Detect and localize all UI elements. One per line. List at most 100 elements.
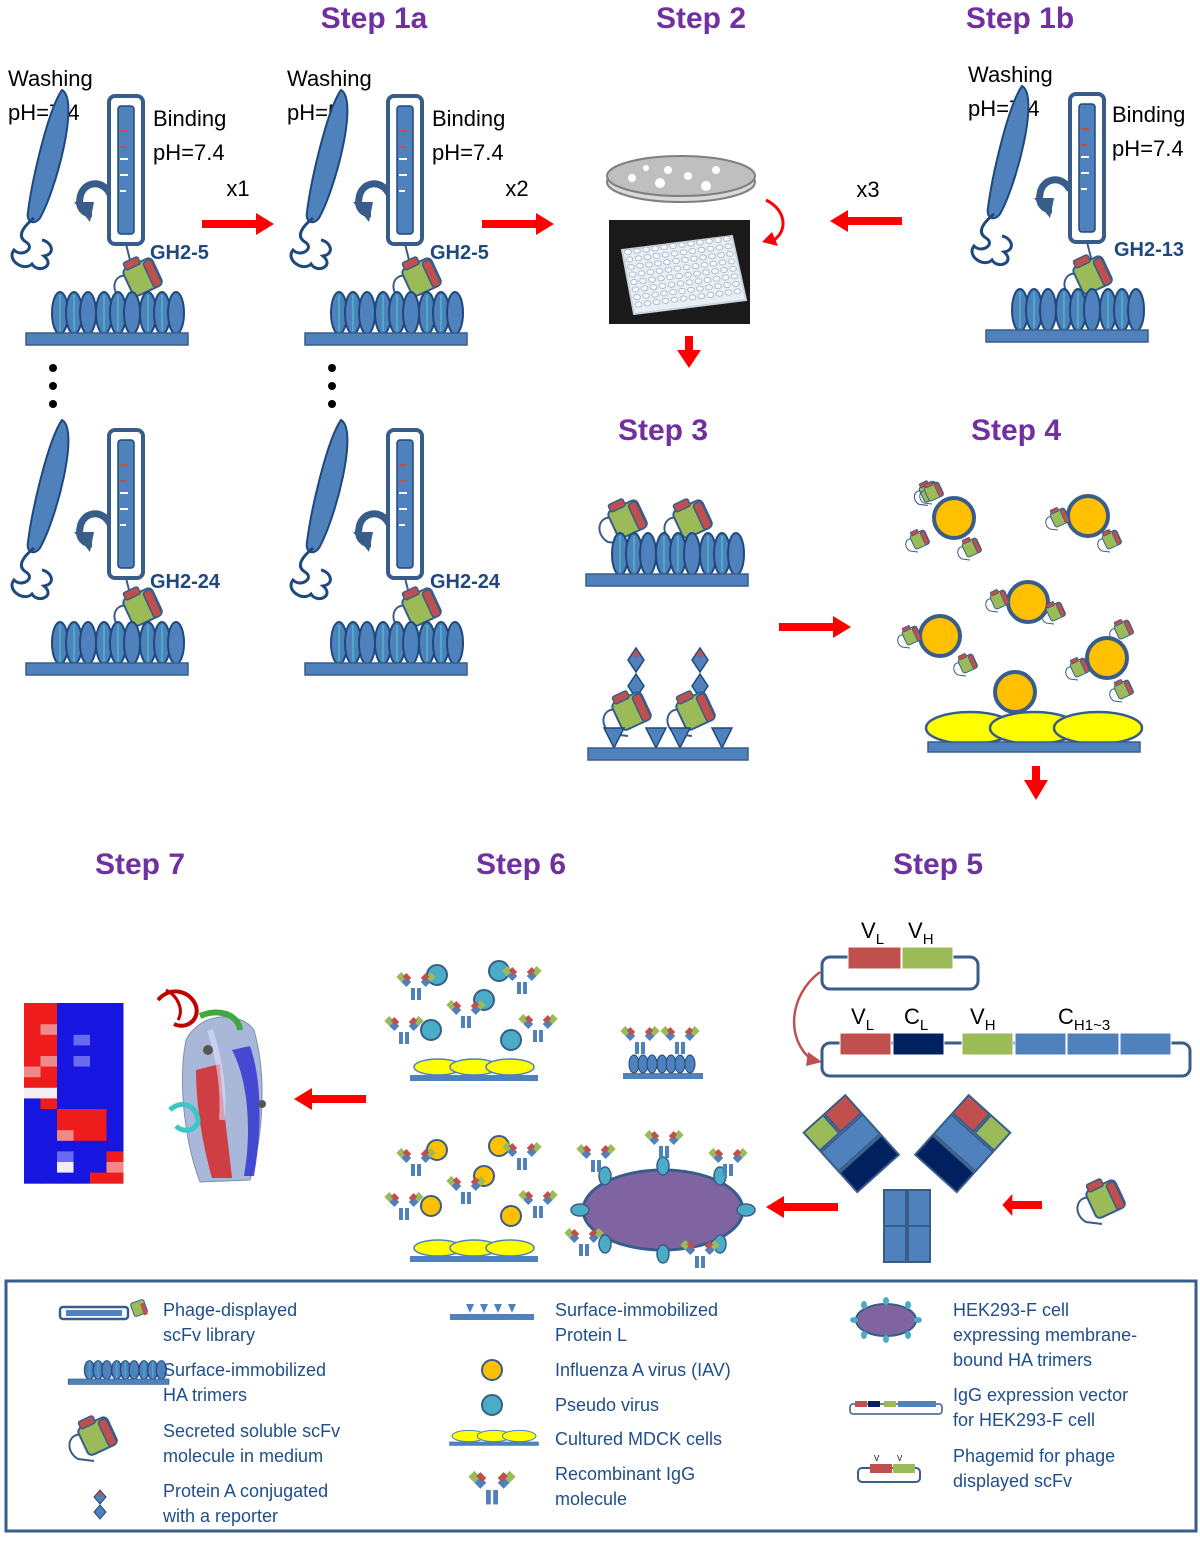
scfv-icon — [953, 652, 979, 677]
washing-label: Washing — [968, 62, 1053, 87]
ellipsis-dots — [49, 364, 57, 408]
svg-text:V: V — [874, 1454, 880, 1463]
pipette-icon — [291, 420, 389, 599]
arrow-x2-label: x2 — [505, 176, 528, 201]
igg-icon — [384, 1192, 424, 1220]
protein-structure-image — [156, 988, 266, 1183]
phagemid-vector — [820, 946, 980, 991]
step-2-title: Step 2 — [656, 2, 746, 35]
arrow-x1-label: x1 — [226, 176, 249, 201]
igg-icon — [446, 1176, 486, 1204]
igg-icon — [502, 966, 542, 994]
phage-icon — [386, 428, 424, 600]
mdck-cells — [409, 1239, 539, 1263]
panel-step4 — [897, 479, 1144, 800]
cloning-arrow-head — [806, 1052, 822, 1066]
clone-label-bottom: GH2-24 — [150, 571, 221, 593]
protein-l-surface — [602, 727, 734, 750]
pseudo-virus-icon — [481, 1394, 503, 1416]
panel-step7 — [24, 988, 266, 1184]
clone-label: GH2-13 — [1114, 239, 1184, 261]
phage-icon — [1068, 92, 1106, 264]
vl2-label: VL — [851, 1004, 874, 1034]
large-igg-molecule — [802, 1093, 1012, 1263]
loop-arrow-head — [762, 232, 778, 246]
mdck-cells — [924, 710, 1144, 746]
scfv-icon — [985, 588, 1011, 613]
igg-icon — [396, 1148, 436, 1176]
protein-a-icon — [93, 1489, 107, 1520]
arrow-x3 — [830, 210, 902, 232]
legend-phagemid-labels: V V — [874, 1454, 903, 1463]
arrow-igg-to-step6 — [766, 1196, 838, 1218]
binding-ph-label: pH=7.4 — [432, 140, 504, 165]
panel-step1a: Washing pH=5 Binding pH=7.4 GH2-5 GH2-24 — [287, 66, 505, 676]
binding-ph-label: pH=7.4 — [1112, 136, 1184, 161]
svg-text:V: V — [897, 1454, 903, 1463]
clone-label-top: GH2-5 — [430, 242, 489, 264]
igg-icon — [518, 1190, 558, 1218]
phage-icon — [107, 428, 145, 600]
binding-label: Binding — [153, 106, 226, 131]
arrow-x2 — [482, 213, 554, 235]
step-5-title: Step 5 — [893, 848, 983, 881]
binding-ph-label: pH=7.4 — [153, 140, 225, 165]
mdck-cells — [409, 1058, 539, 1082]
scfv-icon — [1109, 678, 1135, 703]
ha-trimers-icon — [585, 532, 749, 587]
arrow-scfv-to-igg — [1002, 1194, 1042, 1216]
96-well-plate-icon — [609, 220, 750, 324]
protein-l-icon — [450, 1304, 534, 1320]
cl-label: CL — [904, 1004, 928, 1034]
igg-icon — [446, 1000, 486, 1028]
phage-icon — [107, 94, 145, 266]
phagemid-icon — [857, 1464, 921, 1483]
panel-step5: VL VH VL CL VH CH1~3 — [792, 918, 1192, 1263]
step-3-title: Step 3 — [618, 414, 708, 447]
panel-step1-initial: Washing pH=7.4 Binding pH=7.4 GH2-5 GH2-… — [8, 66, 226, 676]
ha-trimers-icon — [304, 291, 468, 346]
step-1b-title: Step 1b — [966, 2, 1074, 35]
arrow-x1 — [202, 213, 274, 235]
arrow-down-step3 — [677, 336, 701, 368]
bound-igg-on-trimers — [620, 1026, 703, 1079]
legend-item-7: Cultured MDCK cells — [555, 1429, 722, 1449]
clone-label-bottom: GH2-24 — [430, 571, 501, 593]
arrow-x3-label: x3 — [856, 177, 879, 202]
panel-step6 — [384, 960, 838, 1268]
legend-item-6: Pseudo virus — [555, 1395, 659, 1415]
step-6-title: Step 6 — [476, 848, 566, 881]
heatmap-image — [24, 1003, 124, 1184]
igg-expression-vector — [820, 1032, 1192, 1078]
mdck-cells-icon — [448, 1429, 540, 1447]
petri-dish-icon — [606, 155, 756, 203]
scfv-icon — [897, 624, 923, 649]
scfv-icon — [905, 528, 931, 553]
step-7-title: Step 7 — [95, 848, 185, 881]
legend-item-5: Influenza A virus (IAV) — [555, 1360, 731, 1380]
igg-icon — [502, 1142, 542, 1170]
arrow-step6-to-7 — [294, 1088, 366, 1110]
step-1a-title: Step 1a — [321, 2, 428, 35]
binding-label: Binding — [432, 106, 505, 131]
ellipsis-dots — [328, 364, 336, 408]
phage-icon — [386, 94, 424, 266]
washing-label: Washing — [287, 66, 372, 91]
igg-icon — [396, 972, 436, 1000]
ha-trimers-icon — [25, 291, 189, 346]
binding-label: Binding — [1112, 102, 1185, 127]
panel-step1b: Washing pH=7.4 Binding pH=7.4 GH2-13 — [968, 62, 1185, 343]
vl-label: VL — [861, 918, 884, 948]
iav-icon — [481, 1359, 503, 1381]
hek-cell-icon — [850, 1297, 922, 1343]
